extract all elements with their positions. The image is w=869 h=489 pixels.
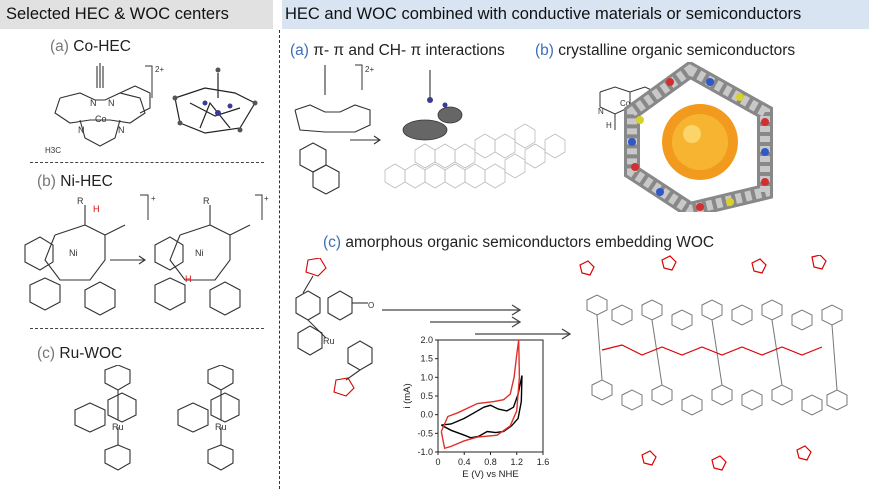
y-tick-label: 0.0 bbox=[420, 410, 433, 420]
vertical-divider bbox=[279, 30, 280, 489]
svg-text:O: O bbox=[368, 301, 374, 310]
svg-text:Co: Co bbox=[95, 114, 107, 124]
co-hec-structure: N N Co N N H3C 2+ bbox=[45, 63, 258, 155]
svg-text:Ni: Ni bbox=[69, 248, 78, 258]
pi-interaction-structure: 2+ bbox=[294, 64, 566, 195]
svg-text:N: N bbox=[118, 125, 125, 135]
y-tick-label: 1.0 bbox=[420, 372, 433, 382]
x-tick-label: 1.6 bbox=[537, 457, 550, 467]
svg-text:N: N bbox=[598, 107, 604, 116]
polymer-network bbox=[579, 255, 848, 471]
cv-series-0 bbox=[440, 375, 523, 439]
divider-co-ni bbox=[30, 162, 264, 163]
y-tick-label: 1.5 bbox=[420, 354, 433, 364]
ni-hec-structure: R H Ni R Ni H + + bbox=[24, 194, 269, 316]
x-axis-label: E (V) vs NHE bbox=[462, 469, 518, 480]
svg-text:H: H bbox=[606, 121, 612, 130]
svg-text:N: N bbox=[78, 125, 85, 135]
crystalline-label: (b) crystalline organic semiconductors bbox=[535, 42, 796, 59]
ru-woc-structure: Ru Ru bbox=[74, 365, 240, 471]
x-tick-label: 0 bbox=[435, 457, 440, 467]
crystalline-framework: N Co H bbox=[598, 62, 773, 212]
svg-text:H: H bbox=[185, 274, 192, 284]
y-tick-label: 2.0 bbox=[420, 335, 433, 345]
svg-text:2+: 2+ bbox=[365, 65, 374, 74]
svg-text:R: R bbox=[77, 196, 84, 206]
svg-text:+: + bbox=[264, 194, 269, 203]
co-hec-label: (a) Co-HEC bbox=[50, 38, 131, 55]
amorphous-label: (c) amorphous organic semiconductors emb… bbox=[323, 234, 715, 251]
svg-text:H3C: H3C bbox=[45, 146, 61, 155]
y-tick-label: -1.0 bbox=[417, 447, 433, 457]
svg-text:+: + bbox=[151, 194, 156, 203]
y-tick-label: 0.5 bbox=[420, 391, 433, 401]
divider-ni-ru bbox=[30, 328, 264, 329]
y-axis-label: i (mA) bbox=[402, 383, 413, 408]
svg-text:N: N bbox=[108, 98, 115, 108]
cv-series-1 bbox=[440, 339, 521, 450]
svg-text:Ni: Ni bbox=[195, 248, 204, 258]
x-tick-label: 0.4 bbox=[458, 457, 471, 467]
svg-text:Ru: Ru bbox=[323, 336, 335, 346]
right-panel-title: HEC and WOC combined with conductive mat… bbox=[282, 0, 869, 29]
svg-text:R: R bbox=[203, 196, 210, 206]
svg-text:Ru: Ru bbox=[215, 422, 227, 432]
woc-monomer-structure: Ru O bbox=[295, 258, 374, 397]
ni-hec-label: (b) Ni-HEC bbox=[37, 173, 113, 190]
reaction-arrows bbox=[382, 304, 572, 340]
svg-text:N: N bbox=[90, 98, 97, 108]
pi-interactions-label: (a) π- π and CH- π interactions bbox=[290, 42, 505, 59]
x-tick-label: 1.2 bbox=[510, 457, 523, 467]
ru-woc-label: (c) Ru-WOC bbox=[37, 345, 123, 362]
cyclic-voltammogram: 2.0 1.5 1.0 0.5 0.0 -0.5 -1.00 0.4 0.8 1.2 1.6 E (V… bbox=[402, 335, 550, 480]
x-tick-label: 0.8 bbox=[484, 457, 497, 467]
svg-text:H: H bbox=[93, 204, 100, 214]
svg-text:Ru: Ru bbox=[112, 422, 124, 432]
svg-text:2+: 2+ bbox=[155, 65, 164, 74]
left-panel-title: Selected HEC & WOC centers bbox=[0, 0, 273, 29]
y-tick-label: -0.5 bbox=[417, 428, 433, 438]
svg-text:Co: Co bbox=[620, 99, 631, 108]
